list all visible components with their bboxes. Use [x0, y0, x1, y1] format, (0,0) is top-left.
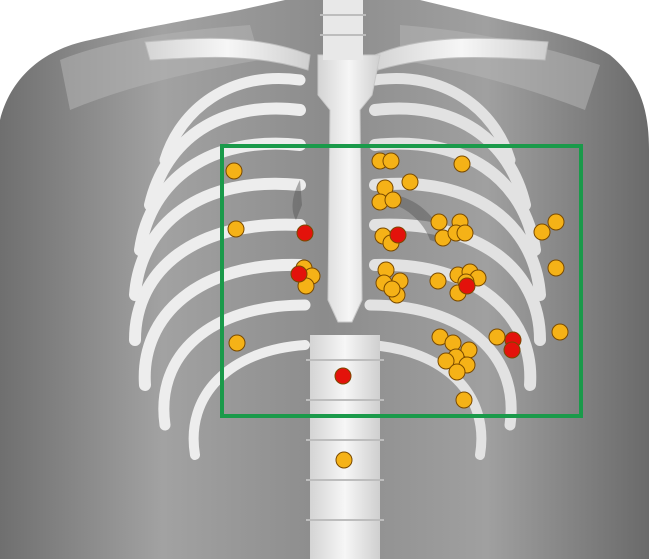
orange-marker [383, 153, 399, 169]
orange-marker [402, 174, 418, 190]
orange-marker [229, 335, 245, 351]
red-marker [291, 266, 307, 282]
red-marker [335, 368, 351, 384]
orange-marker [534, 224, 550, 240]
orange-marker [226, 163, 242, 179]
red-marker [297, 225, 313, 241]
orange-marker [385, 192, 401, 208]
orange-marker [454, 156, 470, 172]
red-marker [459, 278, 475, 294]
orange-marker [431, 214, 447, 230]
orange-marker [430, 273, 446, 289]
orange-marker [456, 392, 472, 408]
orange-marker [384, 281, 400, 297]
orange-marker [445, 335, 461, 351]
orange-marker [548, 214, 564, 230]
red-marker [504, 342, 520, 358]
orange-marker [489, 329, 505, 345]
red-marker [390, 227, 406, 243]
orange-marker [336, 452, 352, 468]
orange-marker [449, 364, 465, 380]
orange-marker [457, 225, 473, 241]
orange-marker [548, 260, 564, 276]
orange-marker [228, 221, 244, 237]
orange-marker [552, 324, 568, 340]
